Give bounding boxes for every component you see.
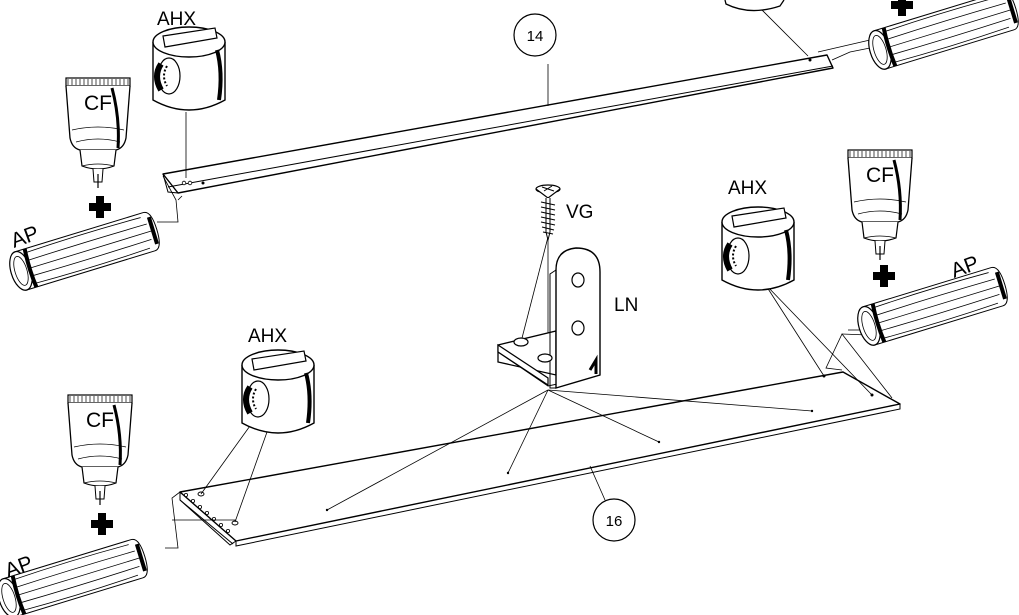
screw-vg <box>535 184 561 241</box>
lower-left-cam-fitting <box>242 350 314 433</box>
lower-left-plus-icon <box>91 513 113 535</box>
lower-left-cf-label: CF <box>86 409 114 432</box>
lower-left-ahx-label: AHX <box>248 326 287 347</box>
upper-left-ahx-label: AHX <box>157 9 196 30</box>
lower-right-cam-fitting <box>722 207 794 290</box>
upper-board-14 <box>162 54 834 194</box>
angle-bracket-ln <box>497 247 601 389</box>
ln-label: LN <box>614 295 638 316</box>
lower-board-16 <box>179 371 901 547</box>
svg-text:14: 14 <box>527 28 544 45</box>
lower-right-plus-icon <box>873 265 895 287</box>
lower-right-cf-label: CF <box>866 164 894 187</box>
svg-text:16: 16 <box>606 513 623 530</box>
upper-left-cf-label: CF <box>84 92 112 115</box>
upper-left-cam-fitting <box>153 27 225 110</box>
vg-label: VG <box>566 202 593 223</box>
upper-right-dowel <box>862 0 1019 74</box>
lower-right-ahx-label: AHX <box>728 178 767 199</box>
part-number-16: 16 <box>592 498 636 542</box>
upper-left-plus-icon <box>89 196 111 218</box>
part-number-14: 14 <box>513 13 557 57</box>
lower-leader-lines <box>165 236 893 549</box>
upper-right-plus-icon <box>891 0 913 16</box>
upper-right-cam-fitting-partial <box>724 0 785 12</box>
upper-leader-lines <box>157 7 871 223</box>
